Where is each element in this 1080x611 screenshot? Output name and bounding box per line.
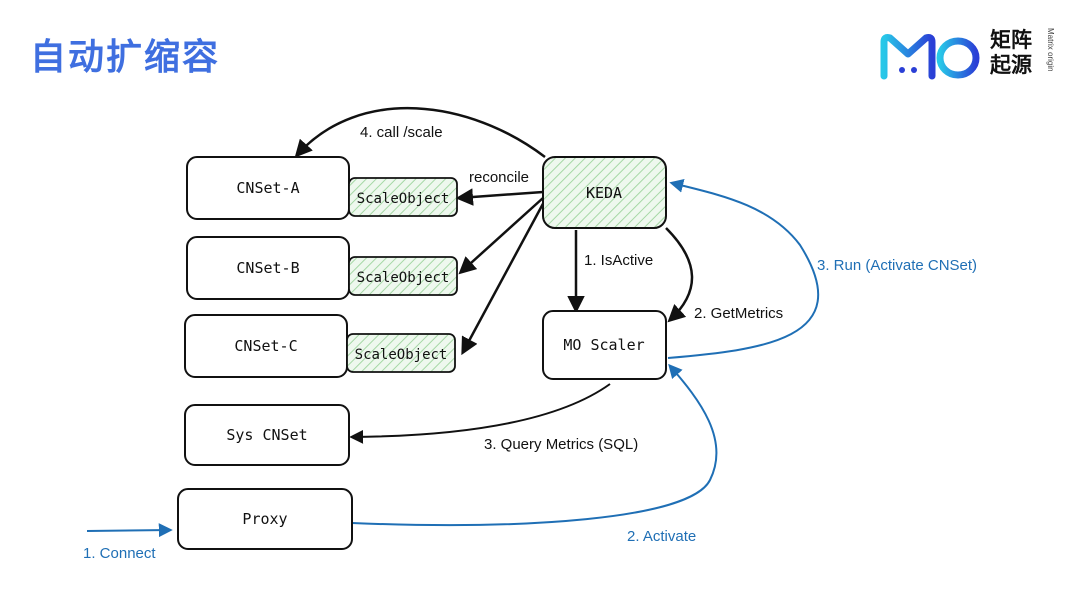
edge-query-metrics — [349, 383, 611, 444]
node-sys-cnset: Sys CNSet — [184, 404, 350, 466]
node-proxy: Proxy — [177, 488, 353, 550]
label-query-metrics: 3. Query Metrics (SQL) — [484, 436, 638, 453]
svg-text:CNSet-A: CNSet-A — [236, 179, 299, 197]
node-cnset-b: CNSet-B — [186, 236, 350, 300]
label-run: 3. Run (Activate CNSet) — [817, 257, 977, 274]
label-is-active: 1. IsActive — [584, 252, 653, 269]
edge-activate — [351, 363, 718, 527]
svg-text:CNSet-C: CNSet-C — [234, 337, 297, 355]
svg-text:ScaleObject: ScaleObject — [357, 270, 450, 286]
node-scale-object-c: ScaleObject — [346, 333, 456, 373]
brand-name-en: Matrix origin — [1046, 28, 1055, 72]
svg-text:Sys CNSet: Sys CNSet — [226, 426, 307, 444]
matrixorigin-logo — [880, 34, 980, 80]
edge-reconcile-a — [455, 188, 544, 206]
label-reconcile: reconcile — [469, 169, 529, 186]
svg-text:ScaleObject: ScaleObject — [355, 347, 448, 363]
edge-run — [667, 178, 820, 359]
node-scale-object-a: ScaleObject — [348, 177, 458, 217]
logo-dot-icon — [899, 67, 905, 73]
node-mo-scaler: MO Scaler — [542, 310, 667, 380]
label-activate: 2. Activate — [627, 528, 696, 545]
edge-reconcile-c — [461, 199, 547, 356]
svg-text:KEDA: KEDA — [586, 184, 622, 202]
svg-text:Proxy: Proxy — [242, 510, 287, 528]
edge-call-scale — [294, 107, 546, 158]
svg-text:CNSet-B: CNSet-B — [236, 259, 299, 277]
node-keda: KEDA — [542, 156, 667, 229]
svg-text:MO Scaler: MO Scaler — [563, 336, 644, 354]
edge-connect — [86, 523, 173, 538]
page-title: 自动扩缩容 — [30, 37, 221, 78]
label-call-scale: 4. call /scale — [360, 124, 443, 141]
node-cnset-a: CNSet-A — [186, 156, 350, 220]
logo-dot-icon — [911, 67, 917, 73]
brand-name: 矩阵起源 — [990, 28, 1032, 77]
logo-o-icon — [936, 37, 980, 79]
logo-m-icon — [880, 34, 936, 80]
svg-text:ScaleObject: ScaleObject — [357, 191, 450, 207]
node-cnset-c: CNSet-C — [184, 314, 348, 378]
label-connect: 1. Connect — [83, 545, 156, 562]
edge-reconcile-b — [458, 197, 544, 275]
node-scale-object-b: ScaleObject — [348, 256, 458, 296]
edge-get-metrics — [665, 227, 694, 323]
label-get-metrics: 2. GetMetrics — [694, 305, 783, 322]
